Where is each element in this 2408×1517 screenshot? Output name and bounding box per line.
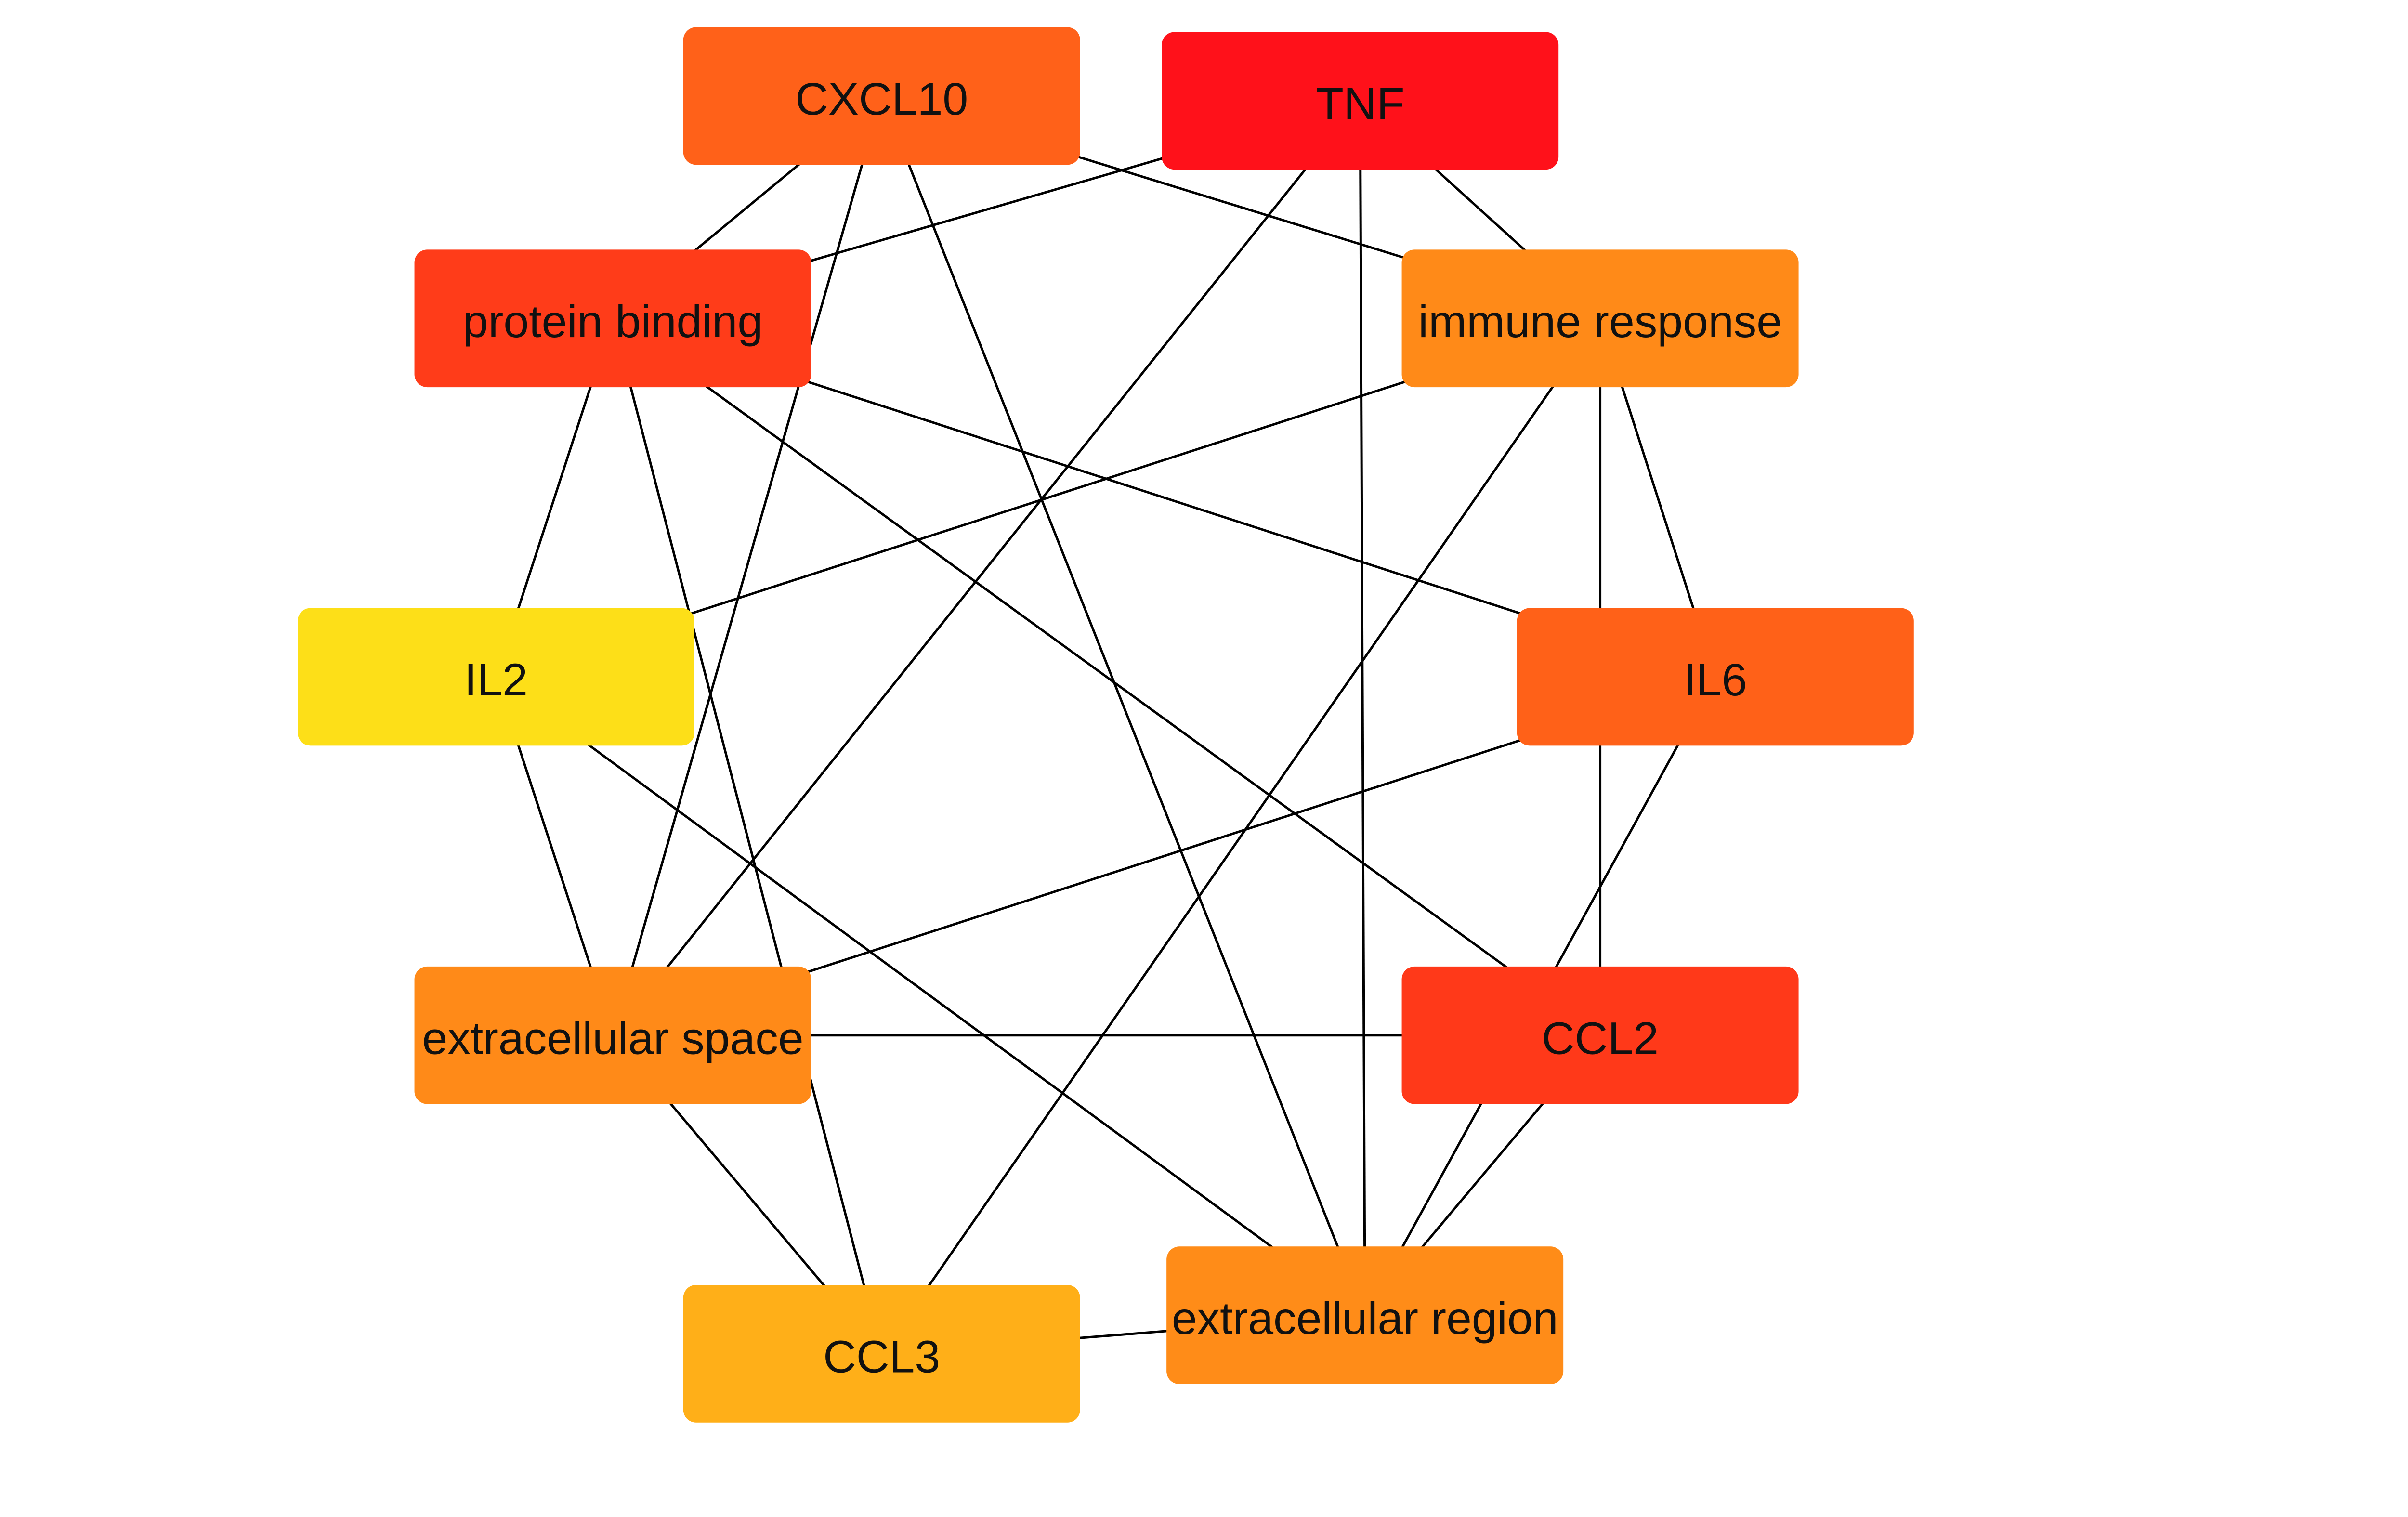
edge-TNF-extracellular_region [1359, 101, 1366, 1316]
node-label-immune_response: immune response [1418, 296, 1782, 347]
node-box-IL6 [1517, 608, 1914, 746]
node-protein_binding: protein binding [414, 249, 811, 388]
node-box-extracellular_region [1166, 1246, 1564, 1385]
edge-TNF-extracellular_space [612, 100, 1361, 1036]
node-immune_response: immune response [1401, 249, 1799, 388]
nodes-layer: CXCL10 TNF protein binding immune responseI… [298, 27, 1914, 1423]
node-box-IL2 [298, 608, 694, 746]
edge-immune_response-CCL3 [880, 317, 1601, 1355]
node-TNF: TNF [1162, 32, 1559, 170]
node-extracellular_space: extracellular space [414, 966, 811, 1104]
node-CCL2: CCL2 [1401, 966, 1799, 1104]
node-label-extracellular_region: extracellular region [1172, 1293, 1558, 1344]
node-IL2: IL2 [298, 608, 694, 746]
node-label-TNF: TNF [1316, 78, 1405, 130]
node-box-protein_binding [414, 249, 811, 388]
edge-CXCL10-extracellular_region [880, 95, 1366, 1316]
node-label-extracellular_space: extracellular space [422, 1013, 804, 1064]
node-CCL3: CCL3 [683, 1285, 1080, 1423]
edge-IL2-extracellular_region [495, 676, 1366, 1317]
node-box-TNF [1162, 32, 1559, 170]
node-label-CXCL10: CXCL10 [795, 74, 968, 125]
node-label-IL6: IL6 [1684, 654, 1747, 706]
node-CXCL10: CXCL10 [683, 27, 1080, 165]
node-box-immune_response [1401, 249, 1799, 388]
node-box-CCL3 [683, 1285, 1080, 1423]
node-extracellular_region: extracellular region [1166, 1246, 1564, 1385]
edge-protein_binding-CCL3 [612, 318, 883, 1354]
node-label-CCL3: CCL3 [823, 1332, 940, 1383]
node-label-IL2: IL2 [464, 654, 528, 706]
node-label-protein_binding: protein binding [463, 296, 763, 347]
node-IL6: IL6 [1517, 608, 1914, 746]
node-box-CXCL10 [683, 27, 1080, 165]
node-box-extracellular_space [414, 966, 811, 1104]
node-box-CCL2 [1401, 966, 1799, 1104]
node-label-CCL2: CCL2 [1542, 1013, 1659, 1064]
edge-protein_binding-CCL2 [612, 317, 1601, 1036]
